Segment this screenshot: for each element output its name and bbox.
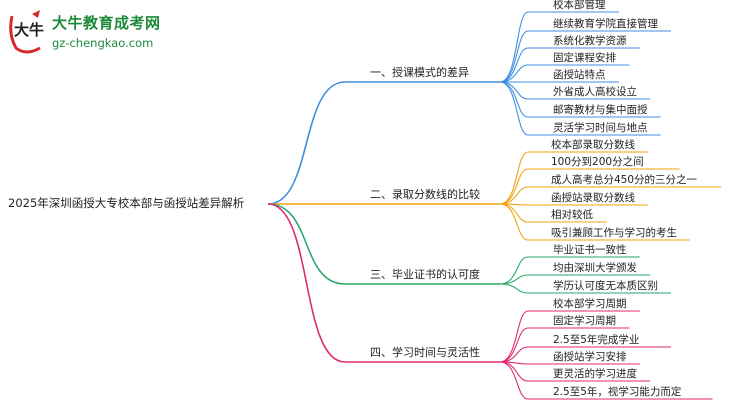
leaf-connector (499, 168, 529, 205)
leaf-label: 函授站特点 (553, 69, 606, 81)
leaf-label: 100分到200分之间 (551, 156, 644, 168)
leaf-label: 校本部录取分数线 (551, 139, 635, 151)
leaf-connector (499, 81, 529, 100)
leaf-label: 学历认可度无本质区别 (553, 280, 658, 292)
leaf-label: 固定课程安排 (553, 52, 616, 64)
leaf-label: 2.5至5年，视学习能力而定 (553, 386, 682, 398)
leaf-connector (499, 361, 529, 400)
leaf-label: 2.5至5年完成学业 (553, 334, 640, 346)
leaf-label: 函授站录取分数线 (551, 192, 635, 204)
leaf-label: 邮寄教材与集中面授 (553, 104, 648, 116)
leaf-connector (499, 310, 529, 363)
leaf-connector (499, 283, 529, 294)
leaf-connector (499, 256, 529, 285)
leaf-connector (499, 151, 529, 205)
logo-mark-text: 大牛 (14, 21, 45, 39)
leaf-label: 均由深圳大学颁发 (553, 262, 637, 274)
leaf-label: 吸引兼顾工作与学习的考生 (551, 227, 677, 239)
leaf-label: 相对较低 (551, 209, 593, 221)
leaf-label: 灵活学习时间与地点 (553, 122, 648, 134)
root-connector (267, 203, 346, 285)
site-logo[interactable]: 大牛 大牛教育成考网 gz-chengkao.com (6, 8, 176, 58)
leaf-connector (499, 361, 529, 382)
leaf-connector (499, 64, 529, 83)
leaf-connector (499, 47, 529, 83)
leaf-label: 毕业证书一致性 (553, 244, 627, 256)
leaf-connector (499, 203, 529, 223)
leaf-label: 继续教育学院直接管理 (553, 18, 658, 30)
branch-label: 二、录取分数线的比较 (370, 188, 480, 201)
leaf-connector (499, 11, 529, 83)
leaf-label: 更灵活的学习进度 (553, 368, 637, 380)
leaf-label: 固定学习周期 (553, 315, 616, 327)
branch-label: 三、毕业证书的认可度 (370, 268, 480, 281)
branch-label: 一、授课模式的差异 (370, 66, 469, 79)
mind-map-root: 2025年深圳函授大专校本部与函授站差异解析 (8, 196, 245, 210)
leaf-label: 校本部管理 (553, 0, 606, 11)
branch-label: 四、学习时间与灵活性 (370, 346, 480, 359)
root-connector (267, 203, 346, 363)
logo-title: 大牛教育成考网 (52, 14, 161, 32)
leaf-label: 成人高考总分450分的三分之一 (551, 174, 698, 186)
leaf-label: 系统化教学资源 (553, 35, 627, 47)
logo-url: gz-chengkao.com (52, 36, 154, 50)
leaf-label: 校本部学习周期 (553, 298, 627, 310)
leaf-connector (499, 203, 529, 241)
leaf-connector (499, 186, 529, 205)
leaf-label: 函授站学习安排 (553, 351, 627, 363)
leaf-connector (499, 274, 529, 285)
leaf-label: 外省成人高校设立 (553, 86, 637, 98)
leaf-connector (499, 327, 529, 363)
logo-mark-icon: 大牛 (6, 8, 48, 56)
leaf-connector (499, 81, 529, 136)
root-connector (267, 81, 346, 205)
